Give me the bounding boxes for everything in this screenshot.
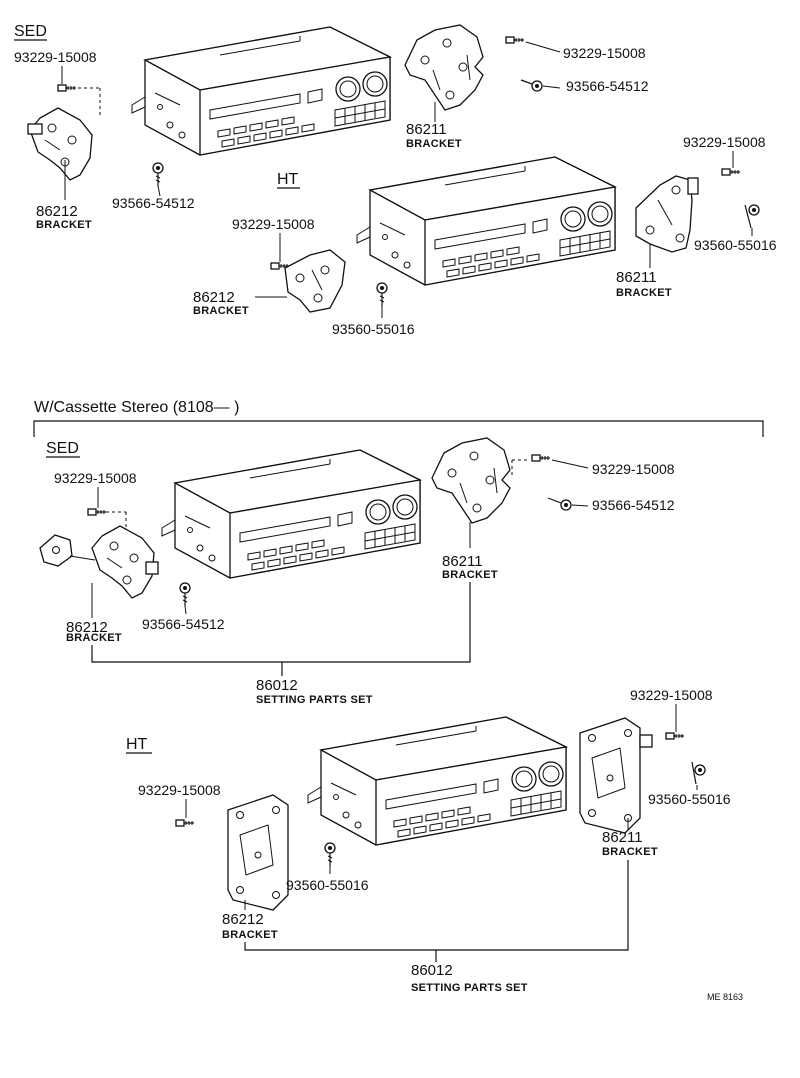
screw-icon — [721, 168, 741, 176]
part-number-93560-55016: 93560-55016 — [332, 321, 415, 337]
section-sed-top: SED 93229-15008 93566-54512 86212 BRACKE… — [14, 23, 649, 231]
part-number-93229-15008: 93229-15008 — [630, 687, 713, 703]
part-name: BRACKET — [193, 305, 249, 317]
section-title: HT — [126, 736, 148, 753]
bracket-86212 — [227, 794, 289, 911]
part-number-93566-54512: 93566-54512 — [112, 195, 195, 211]
radio-unit — [131, 26, 391, 156]
part-name: SETTING PARTS SET — [411, 982, 528, 994]
part-number-93229-15008: 93229-15008 — [54, 470, 137, 486]
radio-unit — [161, 449, 421, 579]
screw-icon — [531, 454, 551, 462]
part-name: BRACKET — [442, 569, 498, 581]
radio-unit — [307, 716, 567, 846]
part-name: BRACKET — [36, 219, 92, 231]
screw-icon — [152, 162, 164, 187]
bracket-86212 — [39, 525, 159, 599]
part-number-86211: 86211 — [616, 269, 657, 286]
part-name: BRACKET — [406, 138, 462, 150]
screw-icon — [505, 36, 525, 44]
section-ht-top: HT 93229-15008 86212 BRACKET 93560-55016… — [193, 134, 777, 337]
part-name: SETTING PARTS SET — [256, 694, 373, 706]
section-sed-bottom: SED 93229-15008 93566-54512 86212 BRACKE… — [39, 437, 675, 706]
part-number-86212: 86212 — [66, 619, 108, 636]
screw-icon — [376, 282, 388, 307]
part-number-86211: 86211 — [442, 553, 483, 570]
bracket-86211 — [635, 175, 699, 253]
part-number-86211: 86211 — [406, 121, 447, 138]
setting-set-bracket-line — [244, 860, 629, 951]
bracket-86212 — [27, 107, 93, 181]
bracket-86211 — [579, 717, 653, 834]
radio-unit — [356, 156, 616, 286]
part-number-86212: 86212 — [222, 911, 264, 928]
bracket-86211 — [404, 24, 484, 111]
part-number-86012: 86012 — [256, 677, 298, 694]
screw-icon — [179, 582, 191, 607]
part-name: BRACKET — [222, 929, 278, 941]
section-title: SED — [46, 440, 79, 457]
part-number-86212: 86212 — [36, 203, 78, 220]
part-number-93560-55016: 93560-55016 — [286, 877, 369, 893]
bracket-86211 — [431, 437, 511, 524]
figure-code: ME 8163 — [707, 992, 743, 1002]
part-number-93229-15008: 93229-15008 — [592, 461, 675, 477]
part-number-93229-15008: 93229-15008 — [232, 216, 315, 232]
screw-icon — [87, 508, 107, 516]
bracket-86212 — [284, 249, 346, 313]
section-title: W/Cassette Stereo (8108— ) — [34, 399, 239, 416]
part-number-93229-15008: 93229-15008 — [14, 49, 97, 65]
screw-icon — [324, 842, 336, 867]
part-number-93566-54512: 93566-54512 — [592, 497, 675, 513]
section-title: SED — [14, 23, 47, 40]
part-number-93560-55016: 93560-55016 — [694, 237, 777, 253]
setting-set-bracket-line — [91, 582, 471, 663]
part-number-93229-15008: 93229-15008 — [138, 782, 221, 798]
part-number-86212: 86212 — [193, 289, 235, 306]
section-cassette: W/Cassette Stereo (8108— ) — [33, 399, 764, 437]
part-number-93566-54512: 93566-54512 — [566, 78, 649, 94]
part-number-86211: 86211 — [602, 829, 643, 846]
part-name: BRACKET — [602, 846, 658, 858]
screw-icon — [57, 84, 77, 92]
part-number-93566-54512: 93566-54512 — [142, 616, 225, 632]
section-ht-bottom: HT 93229-15008 93560-55016 86212 BRACKET… — [126, 687, 731, 994]
part-number-86012: 86012 — [411, 962, 453, 979]
screw-icon — [175, 819, 195, 827]
section-title: HT — [277, 171, 299, 188]
part-name: BRACKET — [66, 632, 122, 644]
part-number-93229-15008: 93229-15008 — [683, 134, 766, 150]
screw-icon — [665, 732, 685, 740]
part-number-93229-15008: 93229-15008 — [563, 45, 646, 61]
part-number-93560-55016: 93560-55016 — [648, 791, 731, 807]
part-name: BRACKET — [616, 287, 672, 299]
